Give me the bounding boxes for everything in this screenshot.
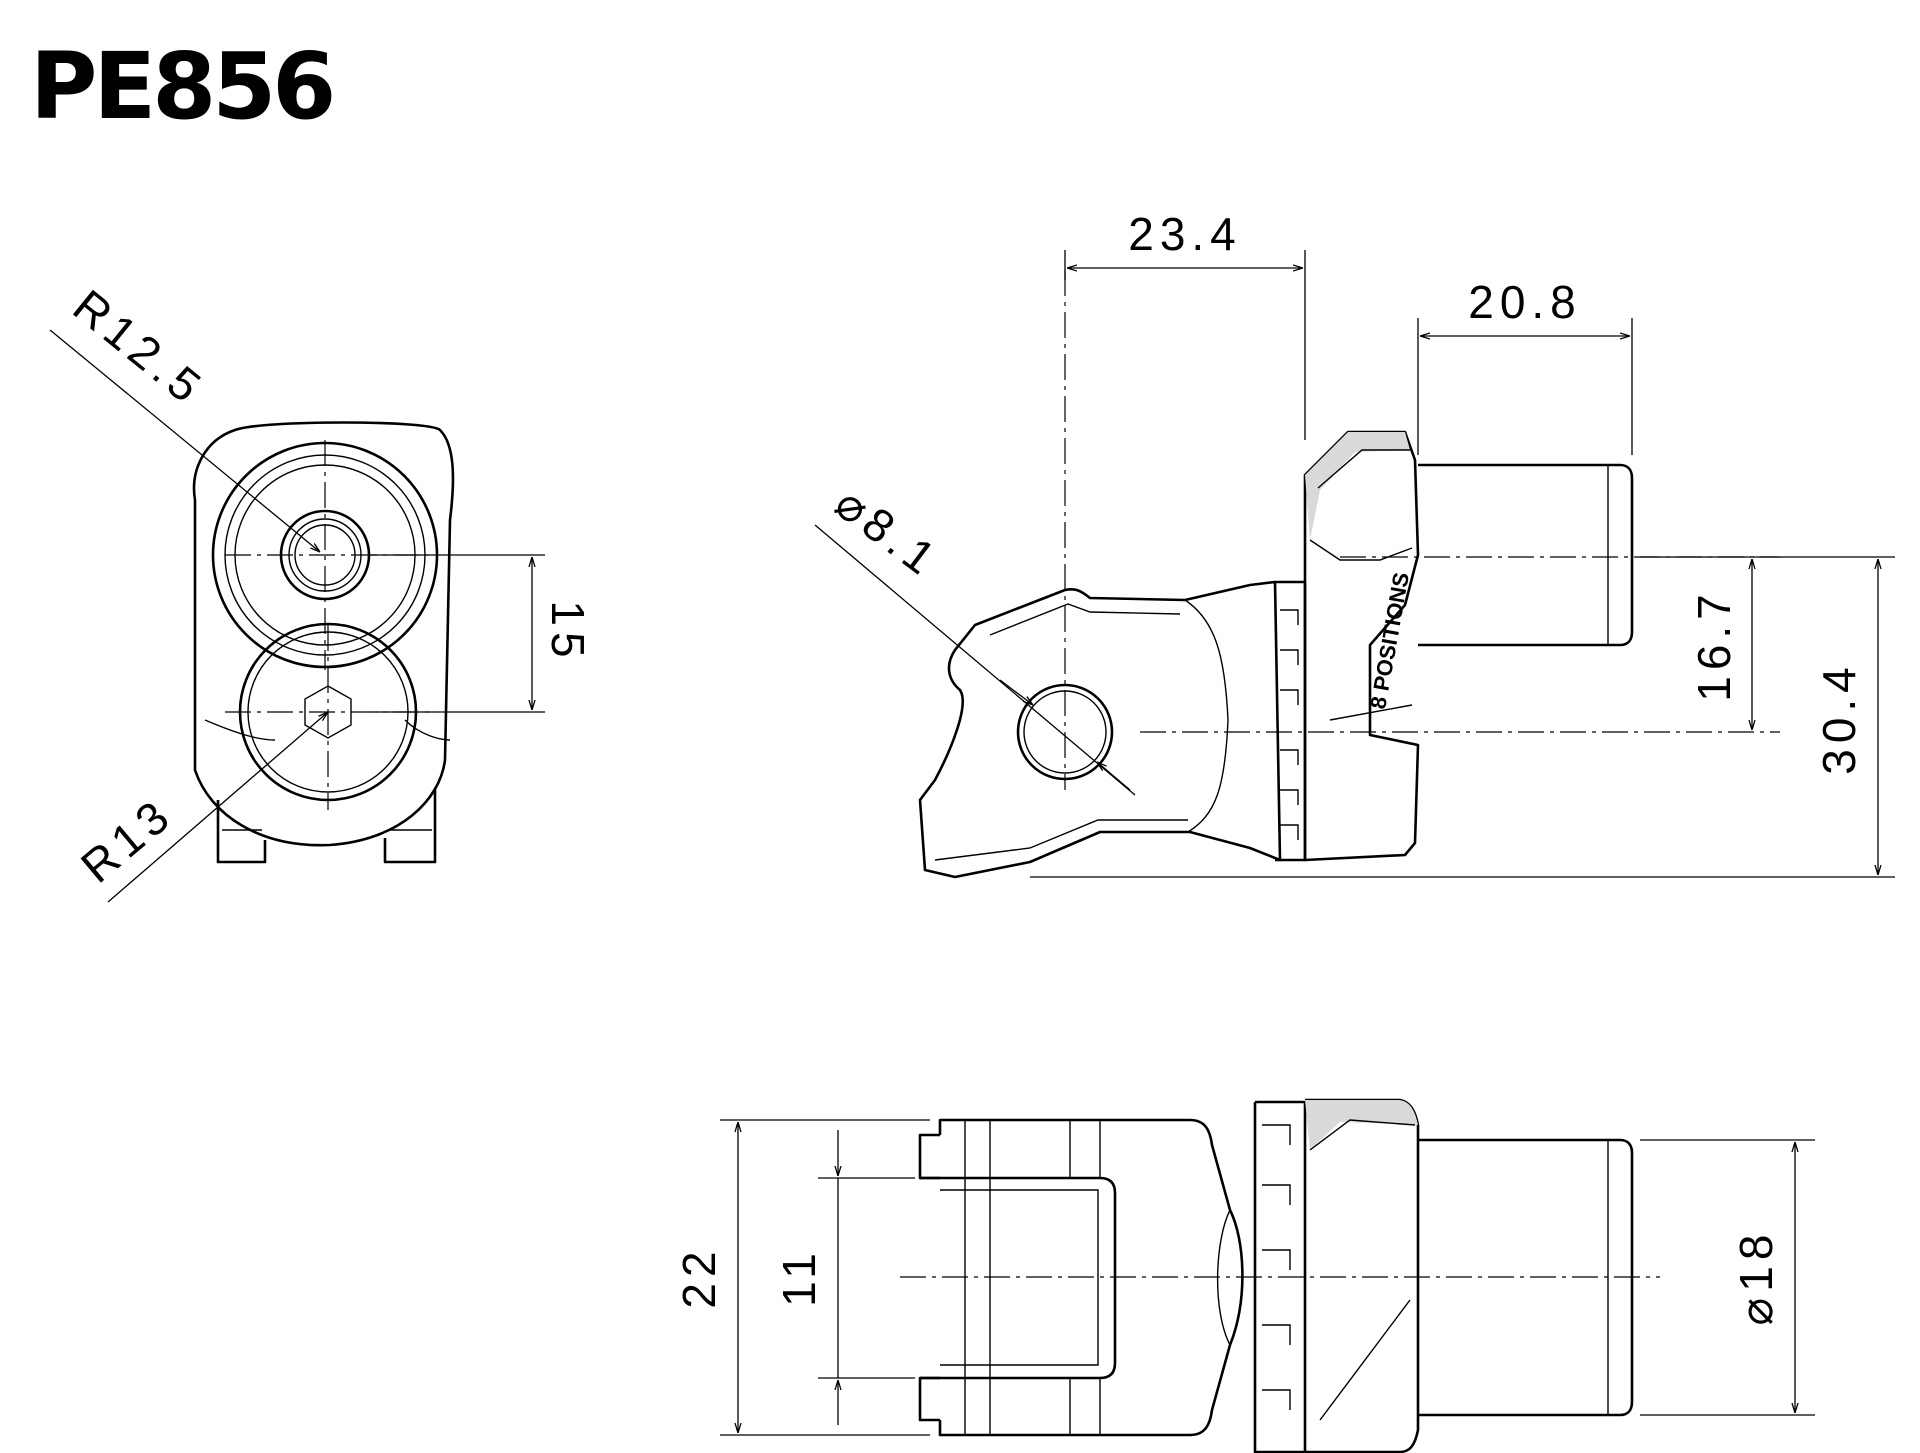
dim-hole-diameter: ⌀8.1 <box>826 476 950 587</box>
side-view: 8 POSITIONS 23.4 20.8 16.7 30.4 ⌀8.1 <box>814 208 1895 879</box>
dim-outer-radius: R12.5 <box>64 279 215 416</box>
dim-overall-width: 22 <box>673 1245 725 1308</box>
top-clevis-body <box>938 1118 1244 1437</box>
top-view: 22 11 ⌀18 <box>673 1098 1815 1453</box>
dim-overall-length: 23.4 <box>1128 208 1242 260</box>
front-foot-right <box>383 790 437 864</box>
dim-lower-radius: R13 <box>71 787 183 893</box>
front-view: 15 R12.5 R13 <box>49 279 594 903</box>
dim-overall-height: 30.4 <box>1813 661 1865 775</box>
top-cam-collar <box>1305 1098 1420 1453</box>
front-view-outline <box>192 421 455 847</box>
part-number-title: PE856 <box>30 33 332 140</box>
dim-slot-width: 11 <box>773 1247 825 1307</box>
dim-hole-spacing: 15 <box>542 600 594 663</box>
dim-center-offset: 16.7 <box>1688 588 1740 702</box>
hex-socket-icon <box>304 685 352 739</box>
side-pin <box>1418 463 1634 647</box>
top-clevis-slot <box>920 1176 1117 1380</box>
side-bracket-plate <box>918 580 1282 879</box>
dim-pin-diameter: ⌀18 <box>1730 1229 1782 1326</box>
dim-pin-length: 20.8 <box>1468 276 1582 328</box>
front-foot-left <box>216 800 267 864</box>
